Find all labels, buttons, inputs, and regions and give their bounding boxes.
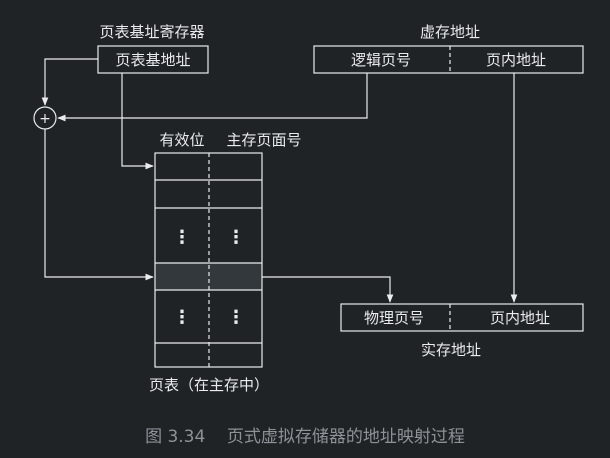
- base-to-adder-arrow: [41, 58, 98, 106]
- col-valid-header: 有效位: [159, 131, 204, 149]
- table-to-physical-page-arrow: [262, 276, 394, 303]
- page-table-caption: 页表（在主存中）: [149, 376, 269, 394]
- figure-caption: 图 3.34 页式虚拟存储器的地址映射过程: [145, 427, 465, 447]
- col-frame-header: 主存页面号: [226, 131, 301, 149]
- physical-page-label: 物理页号: [364, 309, 424, 327]
- real-page-offset-label: 页内地址: [490, 309, 550, 327]
- virtual-address-box: [313, 45, 584, 74]
- ellipsis-frame-upper: ⋮: [227, 227, 245, 248]
- adder-to-table-arrow: [44, 129, 154, 281]
- page-table-base-label: 页表基地址: [115, 51, 190, 69]
- base-to-table-start-arrow: [121, 73, 154, 170]
- ellipsis-frame-lower: ⋮: [227, 307, 245, 328]
- ellipsis-valid-upper: ⋮: [173, 227, 191, 248]
- page-table-register-title: 页表基址寄存器: [99, 23, 204, 41]
- adder-symbol: +: [39, 111, 51, 127]
- logical-page-label: 逻辑页号: [351, 51, 411, 69]
- page-number-to-adder-arrow: [57, 73, 368, 122]
- virtual-address-title: 虚存地址: [420, 23, 480, 41]
- ellipsis-valid-lower: ⋮: [173, 307, 191, 328]
- real-address-title: 实存地址: [421, 341, 481, 359]
- real-address-box: [340, 303, 584, 332]
- virtual-page-offset-label: 页内地址: [486, 51, 546, 69]
